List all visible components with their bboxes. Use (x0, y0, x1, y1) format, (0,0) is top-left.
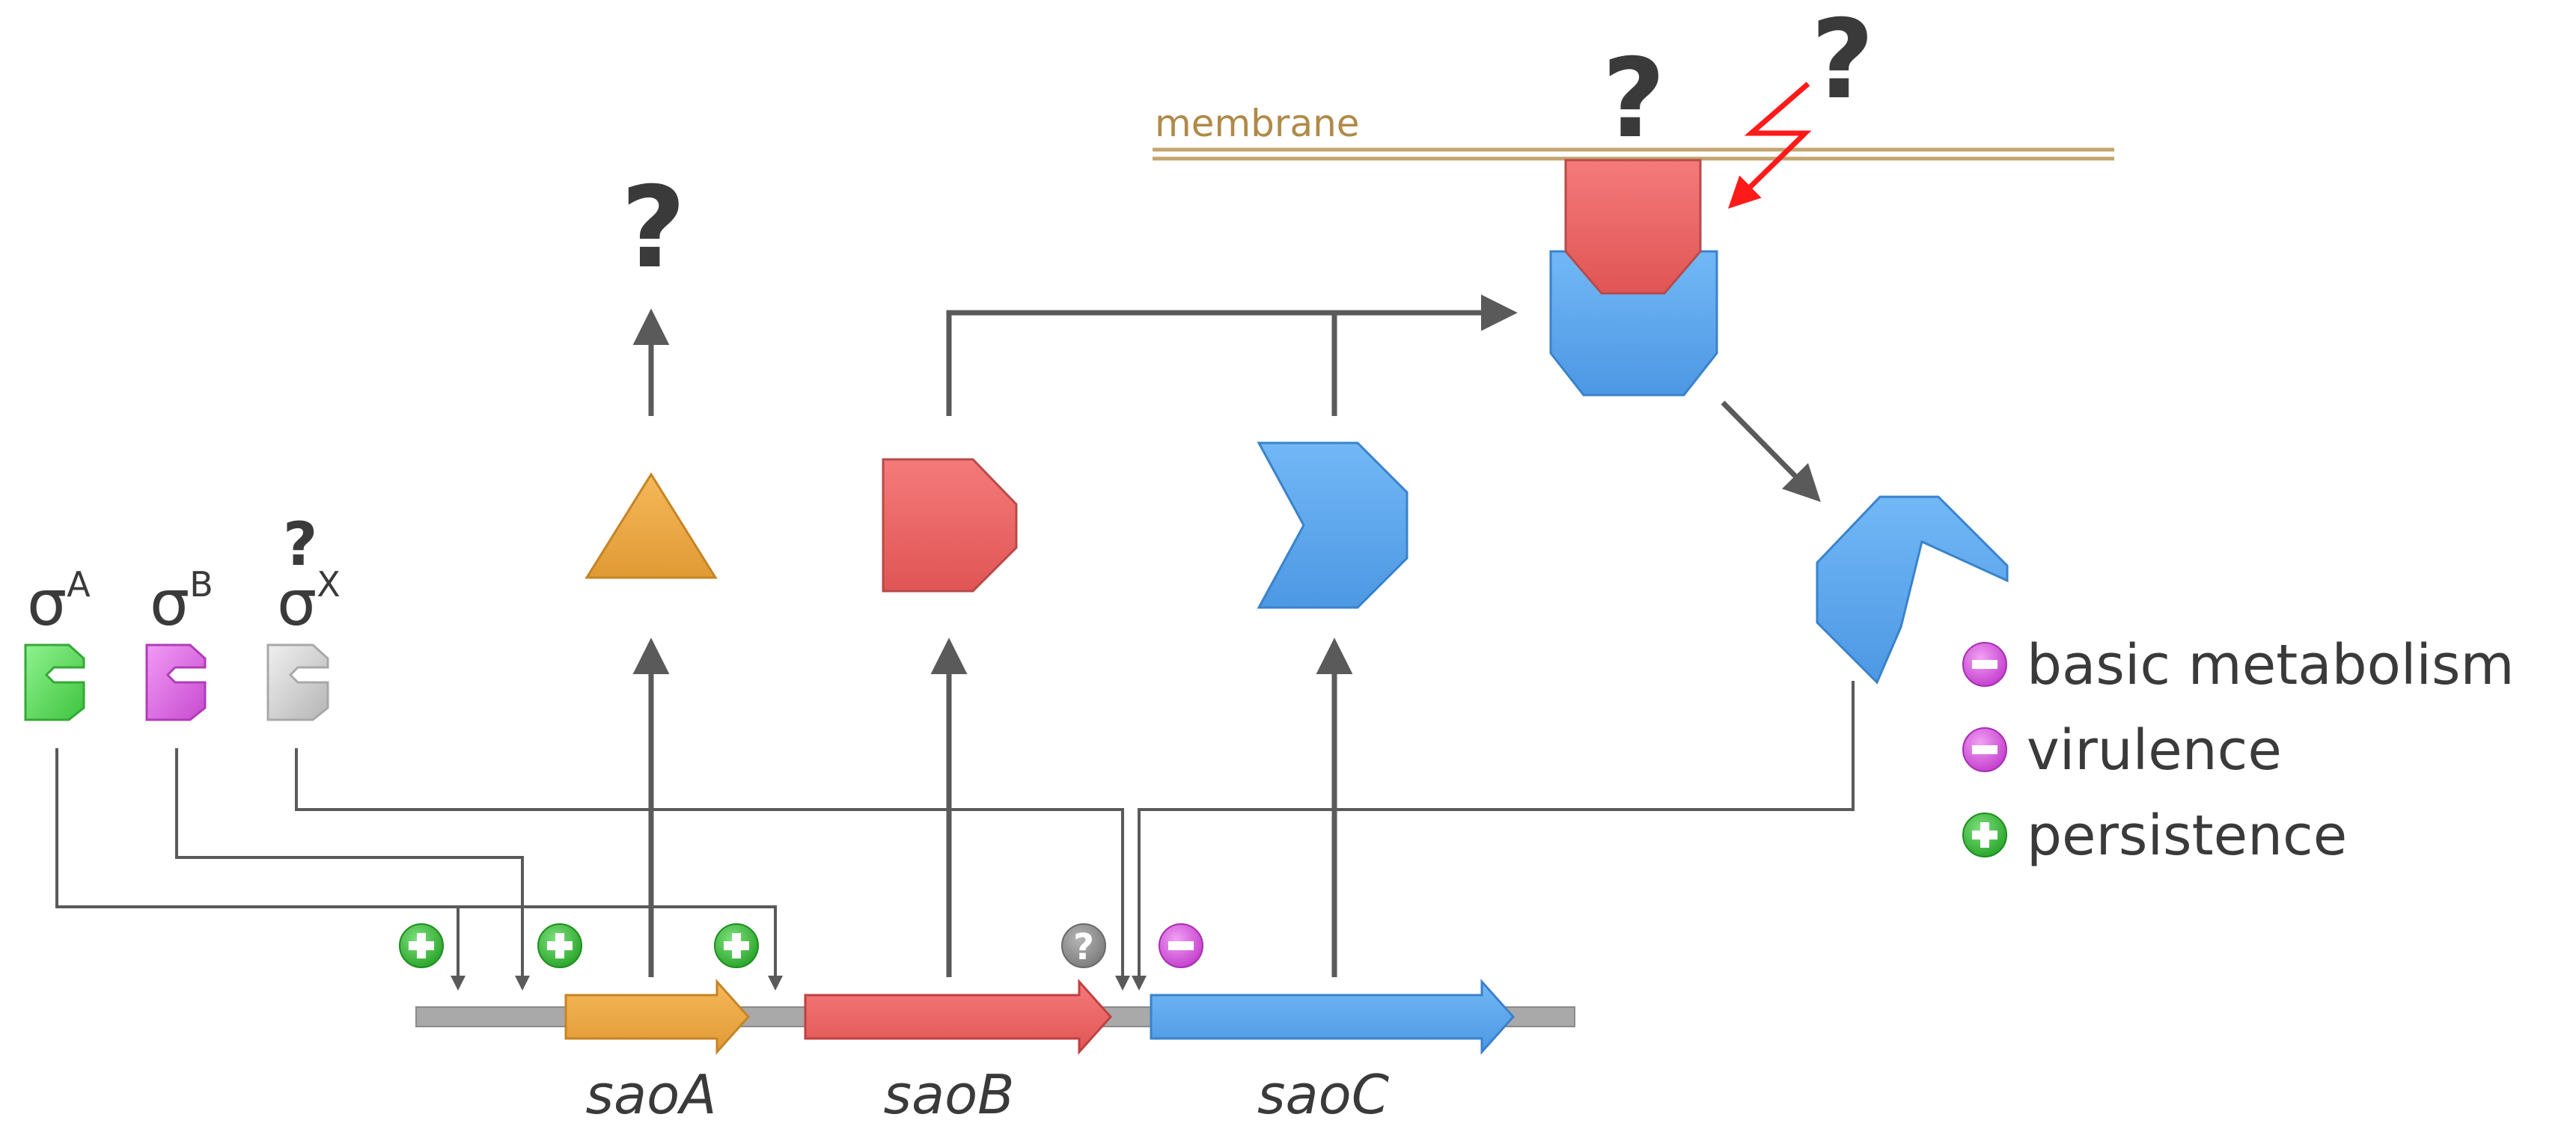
membrane-label: membrane (1155, 102, 1360, 145)
legend-label-persistence: persistence (2027, 804, 2347, 868)
protein-saoC (1257, 441, 1408, 609)
legend-label-basic-metabolism: basic metabolism (2027, 633, 2515, 697)
plus-badge-1 (399, 923, 444, 968)
gene-label-saoA: saoA (586, 1063, 717, 1126)
legend-item-basic-metabolism: basic metabolism (1962, 633, 2515, 697)
minus-badge-icon (1962, 727, 2007, 772)
question-mark-ligand: ? (1602, 35, 1666, 162)
signal-lightning-arrow (1727, 82, 1812, 209)
legend-item-virulence: virulence (1962, 718, 2282, 783)
sigma-regulation-lines (55, 681, 1855, 991)
sigma-factor-b: σB (145, 564, 213, 721)
protein-saoB (882, 458, 1018, 593)
plus-badge-2 (537, 923, 582, 968)
gene-label-saoB: saoB (883, 1063, 1014, 1126)
expression-arrows (632, 294, 1821, 977)
sigma-factor-a: σA (24, 564, 91, 721)
plus-badge-3 (714, 923, 759, 968)
gene-saoB (804, 979, 1113, 1055)
minus-badge (1159, 923, 1203, 968)
unknown-badge-mark: ? (1073, 926, 1094, 968)
sigma-b-shape (145, 643, 207, 721)
protein-saoA-triangle (585, 472, 718, 579)
sigma-x-label: σX (277, 564, 341, 640)
unknown-badge: ? (1061, 923, 1106, 968)
sigma-x-question-mark: ? (283, 510, 317, 579)
released-saoC-protein (1816, 495, 2009, 685)
gene-saoC (1150, 979, 1516, 1055)
sigma-factor-x: ? σX (266, 510, 341, 721)
gene-saoA (564, 979, 751, 1055)
legend: basic metabolism virulence persistence (1962, 633, 2515, 868)
gene-label-saoC: saoC (1257, 1063, 1390, 1126)
membrane: membrane (1153, 102, 2114, 161)
legend-item-persistence: persistence (1962, 804, 2347, 868)
minus-badge-icon (1962, 642, 2007, 687)
sigma-a-label: σA (27, 564, 91, 640)
sigma-a-shape (24, 643, 85, 721)
question-mark-signal: ? (1811, 0, 1875, 123)
question-mark-saoA-target: ? (620, 163, 686, 293)
sigma-b-label: σB (150, 564, 213, 640)
plus-badge-icon (1962, 813, 2007, 857)
legend-label-virulence: virulence (2027, 718, 2282, 783)
sigma-x-shape (266, 643, 329, 721)
membrane-complex (1549, 159, 1718, 397)
